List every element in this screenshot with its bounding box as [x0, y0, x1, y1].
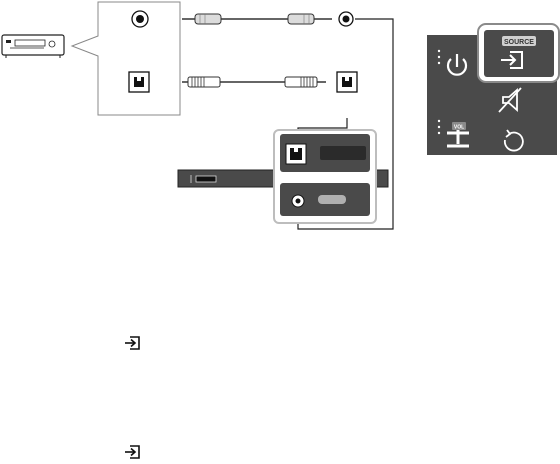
repeat-icon	[504, 129, 524, 152]
device-round-jack-icon	[131, 10, 149, 28]
play-pause-key[interactable]	[504, 129, 524, 152]
vol-label: VOL	[454, 125, 464, 131]
device-optical-jack-icon	[128, 71, 150, 93]
source-icon	[124, 445, 142, 459]
soundbar-rear-panel	[273, 129, 377, 224]
device-jack-callout	[70, 1, 181, 116]
source-icon	[501, 51, 523, 69]
source-icon	[124, 336, 142, 350]
top-control-panel	[427, 23, 560, 155]
soundbar-optical-jack-icon	[336, 71, 358, 93]
mute-icon	[498, 87, 522, 113]
audio-cable-icon	[182, 13, 332, 25]
soundbar-round-jack-icon	[338, 11, 354, 27]
source-key-label: SOURCE	[504, 39, 534, 46]
mute-key[interactable]	[498, 87, 522, 113]
power-icon	[446, 54, 468, 76]
external-device-icon	[1, 34, 65, 58]
vol-label-box	[452, 122, 466, 130]
power-key[interactable]	[437, 49, 468, 76]
optical-cable-icon	[182, 76, 326, 88]
source-key[interactable]: SOURCE	[501, 36, 536, 69]
